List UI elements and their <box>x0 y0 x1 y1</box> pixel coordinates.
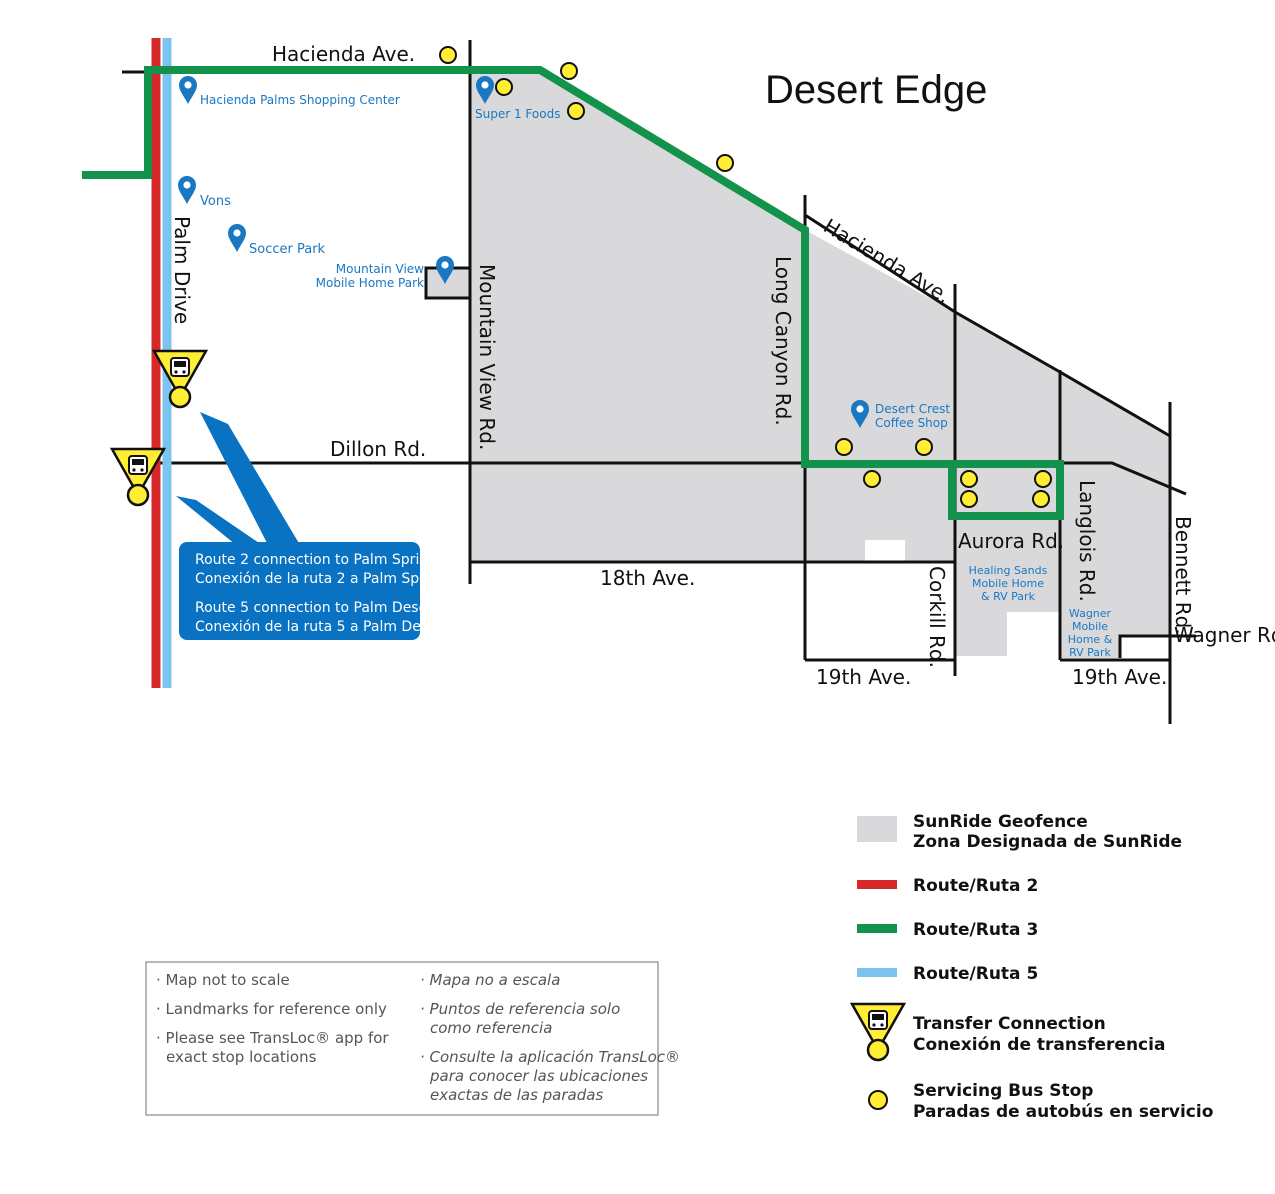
callout-route2-es: Conexión de la ruta 2 a Palm Springs <box>195 571 454 587</box>
bus-stop-icon <box>1034 470 1052 488</box>
legend-geofence-en: SunRide Geofence <box>913 812 1088 832</box>
note-es-2b: como referencia <box>430 1019 552 1037</box>
bus-stop-icon <box>439 46 457 64</box>
geofence-area <box>426 72 1170 658</box>
note-en-3b: exact stop locations <box>166 1048 317 1066</box>
note-en-1: · Map not to scale <box>156 971 290 989</box>
callout-pointer <box>200 412 300 545</box>
callout-pointer <box>176 496 262 545</box>
bus-stop-icon <box>960 490 978 508</box>
legend-route3: Route/Ruta 3 <box>913 920 1038 940</box>
street-label-hacienda-ave: Hacienda Ave. <box>272 42 415 66</box>
street-label-wagner: Wagner Rd <box>1174 623 1275 647</box>
legend-transfer-icon <box>850 1002 906 1062</box>
landmark-wagner-mobile-line1: Wagner <box>1069 607 1112 620</box>
bus-stop-icon <box>960 470 978 488</box>
note-en-2: · Landmarks for reference only <box>156 1000 387 1018</box>
transfer-connection-icon <box>152 349 208 409</box>
landmark-hacienda-palms: Hacienda Palms Shopping Center <box>200 93 400 107</box>
map-title: Desert Edge <box>765 68 987 112</box>
landmark-mountain-view-mhp-line1: Mountain View <box>336 262 424 276</box>
callout-route2-en: Route 2 connection to Palm Springs <box>195 552 444 568</box>
landmark-healing-sands-line3: & RV Park <box>981 590 1036 603</box>
street-label-18th: 18th Ave. <box>600 566 695 590</box>
landmark-desert-crest-line2: Coffee Shop <box>875 416 948 430</box>
street-label-langlois: Langlois Rd. <box>1075 480 1099 602</box>
legend-stop-en: Servicing Bus Stop <box>913 1081 1093 1101</box>
landmark-healing-sands-line1: Healing Sands <box>969 564 1048 577</box>
bus-stop-icon <box>567 102 585 120</box>
note-es-1: · Mapa no a escala <box>420 971 560 989</box>
map-legend: SunRide Geofence Zona Designada de SunRi… <box>850 812 1213 1122</box>
legend-bus-stop-icon <box>868 1090 888 1110</box>
landmark-soccer-park: Soccer Park <box>249 242 326 257</box>
legend-route5: Route/Ruta 5 <box>913 964 1038 984</box>
landmark-mountain-view-mhp-line2: Mobile Home Park <box>316 276 424 290</box>
street-label-19th-right: 19th Ave. <box>1072 665 1167 689</box>
bus-stop-icon <box>835 438 853 456</box>
bus-stop-icon <box>560 62 578 80</box>
callout-route5-en: Route 5 connection to Palm Desert <box>195 600 439 616</box>
note-es-3c: exactas de las paradas <box>430 1086 603 1104</box>
legend-route2-swatch <box>857 880 897 889</box>
landmark-desert-crest-line1: Desert Crest <box>875 402 950 416</box>
note-es-2a: · Puntos de referencia solo <box>420 1000 620 1018</box>
note-es-3a: · Consulte la aplicación TransLoc® <box>420 1048 680 1066</box>
legend-geofence-es: Zona Designada de SunRide <box>913 832 1182 852</box>
landmark-vons: Vons <box>200 194 231 209</box>
legend-route2: Route/Ruta 2 <box>913 876 1038 896</box>
geofence-cutout <box>865 540 905 562</box>
street-label-mountain-view: Mountain View Rd. <box>475 264 499 450</box>
landmark-healing-sands-line2: Mobile Home <box>972 577 1044 590</box>
legend-stop-es: Paradas de autobús en servicio <box>913 1102 1213 1122</box>
bus-stops <box>439 46 1052 508</box>
street-label-long-canyon: Long Canyon Rd. <box>771 256 795 426</box>
street-label-aurora: Aurora Rd. <box>958 529 1064 553</box>
soccer-park-pin-icon <box>228 214 246 252</box>
landmark-wagner-mobile-line2: Mobile <box>1072 620 1108 633</box>
landmark-wagner-mobile-line4: RV Park <box>1069 646 1111 659</box>
legend-transfer-es: Conexión de transferencia <box>913 1035 1165 1055</box>
legend-route5-swatch <box>857 968 897 977</box>
callout-route5-es: Conexión de la ruta 5 a Palm Desert <box>195 619 448 635</box>
landmark-wagner-mobile-line3: Home & <box>1068 633 1113 646</box>
street-label-palm-drive: Palm Drive <box>170 216 194 324</box>
bus-stop-icon <box>1032 490 1050 508</box>
bus-stop-icon <box>863 470 881 488</box>
bus-stop-icon <box>716 154 734 172</box>
note-en-3a: · Please see TransLoc® app for <box>156 1029 389 1047</box>
bus-stop-icon <box>495 78 513 96</box>
street-label-dillon: Dillon Rd. <box>330 437 426 461</box>
route-3-line <box>82 66 1064 520</box>
legend-route3-swatch <box>857 924 897 933</box>
street-label-bennett: Bennett Rd. <box>1171 516 1195 635</box>
landmark-super1: Super 1 Foods <box>475 107 560 121</box>
legend-geofence-swatch <box>857 816 897 842</box>
bus-stop-icon <box>915 438 933 456</box>
connection-callout <box>179 542 420 640</box>
legend-transfer-en: Transfer Connection <box>913 1014 1106 1034</box>
street-label-corkill: Corkill Rd. <box>925 566 949 668</box>
notes-box <box>145 961 659 1116</box>
vons-pin-icon <box>178 166 196 204</box>
note-es-3b: para conocer las ubicaciones <box>429 1067 648 1085</box>
street-label-19th-left: 19th Ave. <box>816 665 911 689</box>
